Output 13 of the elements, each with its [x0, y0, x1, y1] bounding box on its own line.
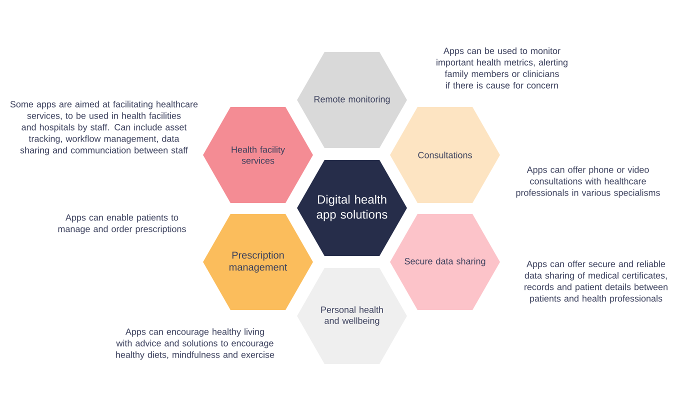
hexagon: Personal health and wellbeing — [297, 268, 407, 364]
hexagon: Digital health app solutions — [297, 160, 407, 256]
hexagon: Prescription management — [203, 214, 313, 310]
description-text: Some apps are aimed at facilitating healthcare services, to be used in health facilities and hospitals by staff. Can include asset tracking, workflow management, data sharing and communciation between staff — [10, 100, 198, 156]
hexagon: Consultations — [390, 107, 500, 203]
description-text: Apps can offer secure and reliable data sharing of medical certificates, records and patient details between patients and health professionals — [524, 260, 668, 304]
hexagon: Health facility services — [203, 107, 313, 203]
hexagon: Remote monitoring — [297, 52, 407, 148]
description-text: Apps can enable patients to manage and order prescriptions — [58, 214, 186, 234]
description-text: Apps can be used to monitor important health metrics, alerting family members or clinicians if there is cause for concern — [436, 47, 568, 89]
description-text: Apps can encourage healthy living with advice and solutions to encourage healthy diets, mindfulness and exercise — [116, 328, 274, 360]
hexagon: Secure data sharing — [390, 214, 500, 310]
description-text: Apps can offer phone or video consultations with healthcare professionals in various specialisms — [516, 166, 660, 198]
